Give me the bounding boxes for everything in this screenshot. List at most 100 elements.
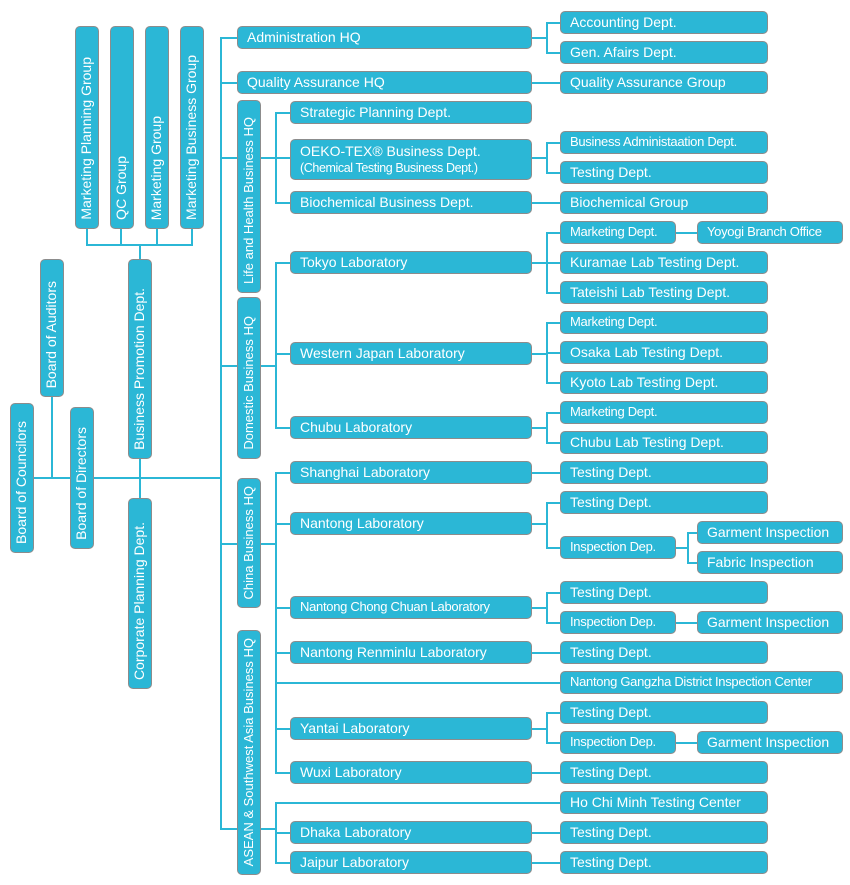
renminlu-testing-dept[interactable]: Testing Dept. [560,641,768,664]
nantong-renminlu-laboratory[interactable]: Nantong Renminlu Laboratory [290,641,532,664]
chubu-lab-testing-dept[interactable]: Chubu Lab Testing Dept. [560,431,768,454]
dept-label: Testing Dept. [570,703,652,720]
quality-assurance-group[interactable]: Quality Assurance Group [560,71,768,94]
dept-label: Marketing Dept. [570,404,658,420]
chongchuan-garment-inspection[interactable]: Garment Inspection [697,611,843,634]
dept-label: Testing Dept. [570,583,652,600]
wuxi-laboratory[interactable]: Wuxi Laboratory [290,761,532,784]
yantai-laboratory[interactable]: Yantai Laboratory [290,717,532,740]
nantong-chong-chuan-laboratory[interactable]: Nantong Chong Chuan Laboratory [290,596,532,619]
branch [531,832,560,834]
branch [546,412,548,443]
dept-label: Biochemical Business Dept. [300,193,474,210]
nantong-laboratory[interactable]: Nantong Laboratory [290,512,532,535]
branch [275,157,290,159]
accounting-dept[interactable]: Accounting Dept. [560,11,768,34]
dhaka-testing-dept[interactable]: Testing Dept. [560,821,768,844]
qc-group[interactable]: QC Group [110,26,134,229]
life-connector [220,157,237,159]
shanghai-testing-dept[interactable]: Testing Dept. [560,461,768,484]
branch [546,142,560,144]
marketing-group[interactable]: Marketing Group [145,26,169,229]
board-of-councilors[interactable]: Board of Councilors [10,403,34,553]
yoyogi-branch-office[interactable]: Yoyogi Branch Office [697,221,843,244]
nantong-inspection-dept[interactable]: Inspection Dep. [560,536,676,559]
branch [275,427,290,429]
branch [546,502,548,548]
asean-connector [220,828,237,830]
branch [531,652,560,654]
branch [546,412,560,414]
branch [546,142,548,173]
branch [546,172,560,174]
domestic-connector [220,365,237,367]
oeko-tex-business-dept[interactable]: OEKO-TEX® Business Dept.(Chemical Testin… [290,139,532,180]
biochemical-business-dept[interactable]: Biochemical Business Dept. [290,191,532,214]
hochiminh-branch [275,802,560,804]
dept-label: Testing Dept. [570,493,652,510]
dept-label: Ho Chi Minh Testing Center [570,793,741,810]
corporate-planning-dept[interactable]: Corporate Planning Dept. [128,498,152,689]
wuxi-testing-dept[interactable]: Testing Dept. [560,761,768,784]
life-health-business-hq[interactable]: Life and Health Business HQ [237,100,261,293]
domestic-hq-label: Domestic Business HQ [240,316,256,450]
chubu-laboratory[interactable]: Chubu Laboratory [290,416,532,439]
dhaka-laboratory[interactable]: Dhaka Laboratory [290,821,532,844]
yantai-garment-inspection[interactable]: Garment Inspection [697,731,843,754]
yantai-inspection-dept[interactable]: Inspection Dep. [560,731,676,754]
branch [531,157,547,159]
western-marketing-dept[interactable]: Marketing Dept. [560,311,768,334]
jaipur-testing-dept[interactable]: Testing Dept. [560,851,768,874]
nantong-gangzha-inspection-center[interactable]: Nantong Gangzha District Inspection Cent… [560,671,843,694]
nantong-fabric-inspection[interactable]: Fabric Inspection [697,551,843,574]
branch [546,742,560,744]
branch [275,728,290,730]
dept-label: Chubu Lab Testing Dept. [570,433,724,450]
admin-connector [220,37,237,39]
domestic-business-hq[interactable]: Domestic Business HQ [237,297,261,459]
branch [546,547,560,549]
china-business-hq[interactable]: China Business HQ [237,478,261,608]
yantai-testing-dept[interactable]: Testing Dept. [560,701,768,724]
administration-hq-label: Administration HQ [247,28,361,45]
osaka-lab-testing-dept[interactable]: Osaka Lab Testing Dept. [560,341,768,364]
branch [546,292,560,294]
nantong-garment-inspection[interactable]: Garment Inspection [697,521,843,544]
group-label: Marketing Business Group [183,55,200,220]
chongchuan-inspection-dept[interactable]: Inspection Dep. [560,611,676,634]
dept-label: Marketing Dept. [570,314,658,330]
main-spine [220,37,222,829]
business-promotion-dept[interactable]: Business Promotion Dept. [128,259,152,459]
marketing-business-group[interactable]: Marketing Business Group [180,26,204,229]
biochemical-group[interactable]: Biochemical Group [560,191,768,214]
branch [546,322,560,324]
marketing-planning-group[interactable]: Marketing Planning Group [75,26,99,229]
strategic-planning-dept[interactable]: Strategic Planning Dept. [290,101,532,124]
chubu-marketing-dept[interactable]: Marketing Dept. [560,401,768,424]
nantong-testing-dept[interactable]: Testing Dept. [560,491,768,514]
tateishi-lab-testing-dept[interactable]: Tateishi Lab Testing Dept. [560,281,768,304]
branch [546,622,560,624]
auditors-connector [51,397,53,478]
oeko-testing-dept[interactable]: Testing Dept. [560,161,768,184]
gangzha-branch [275,682,560,684]
kyoto-lab-testing-dept[interactable]: Kyoto Lab Testing Dept. [560,371,768,394]
quality-assurance-hq[interactable]: Quality Assurance HQ [237,71,532,94]
jaipur-laboratory[interactable]: Jaipur Laboratory [290,851,532,874]
lab-label: Nantong Laboratory [300,514,424,531]
chongchuan-testing-dept[interactable]: Testing Dept. [560,581,768,604]
kuramae-lab-testing-dept[interactable]: Kuramae Lab Testing Dept. [560,251,768,274]
tokyo-marketing-dept[interactable]: Marketing Dept. [560,221,676,244]
branch [531,202,560,204]
gen-affairs-dept[interactable]: Gen. Afairs Dept. [560,41,768,64]
board-of-auditors[interactable]: Board of Auditors [40,259,64,397]
tokyo-laboratory[interactable]: Tokyo Laboratory [290,251,532,274]
board-of-directors[interactable]: Board of Directors [70,407,94,549]
western-japan-laboratory[interactable]: Western Japan Laboratory [290,342,532,365]
administration-hq[interactable]: Administration HQ [237,26,532,49]
ho-chi-minh-testing-center[interactable]: Ho Chi Minh Testing Center [560,791,768,814]
asean-business-hq[interactable]: ASEAN & Southwest Asia Business HQ [237,630,261,875]
shanghai-laboratory[interactable]: Shanghai Laboratory [290,461,532,484]
branch [531,472,560,474]
business-administration-dept[interactable]: Business Administaation Dept. [560,131,768,154]
